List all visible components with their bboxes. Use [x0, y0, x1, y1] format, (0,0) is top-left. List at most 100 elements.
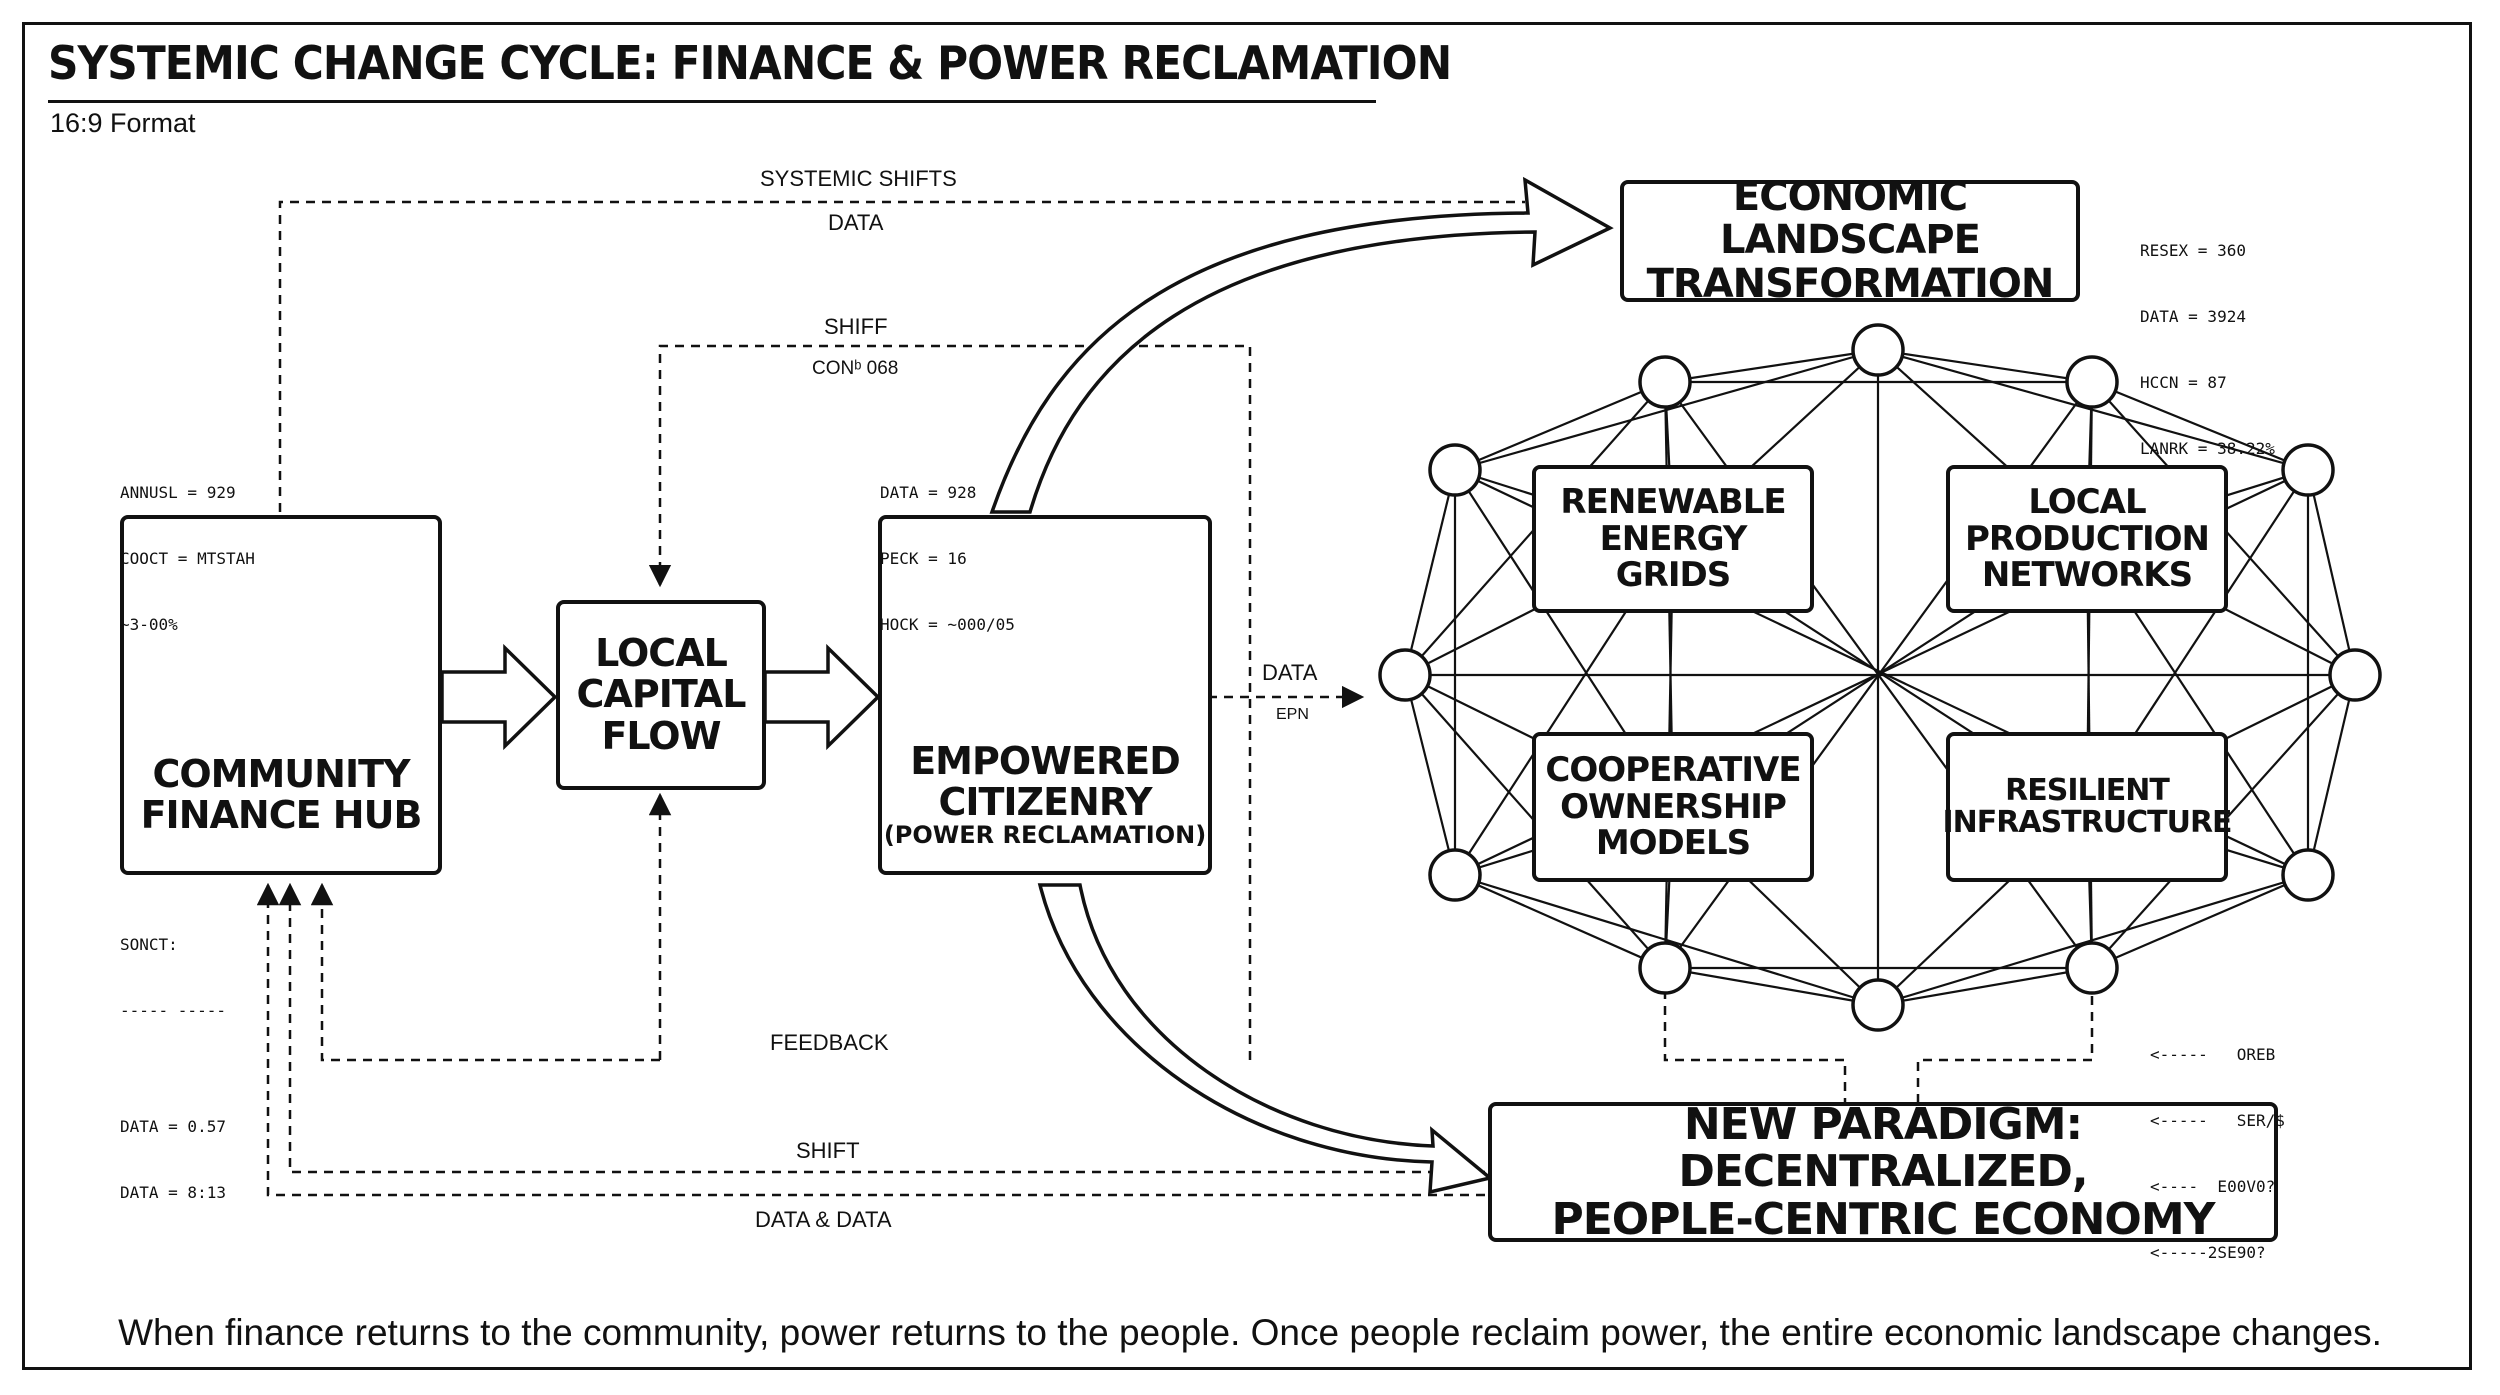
local-production-node: LOCAL PRODUCTION NETWORKS [1946, 465, 2228, 613]
network-edge [1877, 966, 2093, 1007]
network-edge [2091, 873, 2309, 970]
hub-top-readout: ANNUSL = 929 COOCT = MTSTAH ~3-00% [120, 438, 255, 658]
network-edge [1664, 966, 1879, 1007]
production-label-line3: NETWORKS [1981, 555, 2193, 596]
resilient-infrastructure-node: RESILIENT INFRASTRUCTURE [1942, 732, 2233, 882]
cooperative-ownership-node: COOPERATIVE OWNERSHIP MODELS [1532, 732, 1814, 882]
cooperative-label-line3: MODELS [1595, 823, 1751, 864]
footer-caption: When finance returns to the community, p… [118, 1312, 2382, 1353]
readout-line: <---- E00V0? [2150, 1177, 2276, 1196]
readout-line: DATA = 928 [880, 483, 977, 502]
feedback-label: FEEDBACK [770, 1030, 889, 1055]
readout-line: ANNUSL = 929 [120, 483, 236, 502]
citizenry-label-line3: (POWER RECLAMATION) [883, 821, 1207, 850]
cooperative-label-line2: OWNERSHIP [1560, 786, 1787, 827]
data-and-data-label: DATA & DATA [755, 1207, 892, 1232]
network-edge [1664, 348, 1879, 384]
network-edge [2306, 674, 2357, 876]
network-edge [2091, 380, 2309, 472]
production-label-line2: PRODUCTION [1965, 518, 2210, 559]
capital-to-citizenry-arrow [763, 643, 881, 751]
landscape-readout: RESEX = 360 DATA = 3924 HCCN = 87 LANRK … [2140, 196, 2275, 482]
readout-line: LANRK = 38.22% [2140, 439, 2275, 458]
page-title: SYSTEMIC CHANGE CYCLE: FINANCE & POWER R… [48, 36, 1452, 90]
network-edge [1403, 469, 1457, 676]
capital-label-line1: LOCAL [595, 631, 728, 676]
hub-bottom-readout: SONCT: ----- ----- DATA = 0.57 DATA = 8:… [120, 890, 226, 1226]
renewable-energy-node: RENEWABLE ENERGY GRIDS [1532, 465, 1814, 613]
shiff-label: SHIFF [824, 314, 888, 339]
network-node [1638, 355, 1692, 409]
hub-to-capital-arrow [440, 643, 558, 751]
network-node [2328, 648, 2382, 702]
data-to-network-label: DATA [1262, 660, 1318, 685]
readout-line: ----- ----- [120, 1001, 226, 1020]
renewable-label-line1: RENEWABLE [1560, 481, 1786, 522]
page-subtitle: 16:9 Format [50, 108, 196, 138]
systemic-shifts-connector [278, 200, 1525, 512]
data-and-data-connector [256, 882, 1485, 1197]
citizenry-label-line2: CITIZENRY [938, 780, 1152, 825]
feedback-return-connector [310, 882, 660, 1062]
con-068-label: CONᵇ 068 [812, 358, 899, 379]
shift-label: SHIFT [796, 1138, 860, 1163]
resilient-label-line1: RESILIENT [2005, 772, 2170, 808]
readout-line [120, 1066, 226, 1072]
local-capital-flow-node: LOCAL CAPITAL FLOW [556, 600, 766, 790]
readout-line: HCCN = 87 [2140, 373, 2227, 392]
paradigm-label-line1: NEW PARADIGM: DECENTRALIZED, [1678, 1098, 2088, 1198]
community-finance-hub-node: COMMUNITY FINANCE HUB [120, 515, 442, 875]
readout-line: SONCT: [120, 935, 178, 954]
network-node [2065, 355, 2119, 409]
network-node [1851, 978, 1905, 1032]
systemic-shifts-label: SYSTEMIC SHIFTS [760, 166, 957, 191]
readout-line: <----- SER/$ [2150, 1111, 2285, 1130]
citizenry-to-paradigm-curve-arrow [1037, 883, 1494, 1195]
shiff-connector [648, 344, 1252, 1060]
network-to-paradigm-connector-left [1663, 990, 1847, 1102]
capital-label-line2: CAPITAL [576, 672, 747, 717]
network-edge [1454, 380, 1666, 472]
readout-line: PECK = 16 [880, 549, 967, 568]
readout-line: DATA = 8:13 [120, 1183, 226, 1202]
network-edge [1403, 674, 1457, 876]
epn-label: EPN [1276, 706, 1309, 723]
network-edge [1877, 873, 2309, 1007]
network-edge [1454, 873, 1666, 970]
network-legend-readout: <----- OREB <----- SER/$ <---- E00V0? <-… [2150, 1000, 2285, 1286]
network-node [2281, 848, 2335, 902]
network-node [1428, 848, 1482, 902]
network-node [1851, 323, 1905, 377]
readout-line: <----- OREB [2150, 1045, 2276, 1064]
title-underline [48, 100, 1376, 103]
paradigm-label-line2: PEOPLE-CENTRIC ECONOMY [1551, 1193, 2216, 1245]
hub-label-line2: FINANCE HUB [140, 793, 423, 837]
network-node [2281, 443, 2335, 497]
readout-line: COOCT = MTSTAH [120, 549, 255, 568]
readout-line: ~3-00% [120, 615, 178, 634]
network-edge [2306, 469, 2357, 676]
economic-landscape-node: ECONOMIC LANDSCAPE TRANSFORMATION [1620, 176, 2080, 305]
network-node [2065, 941, 2119, 995]
citizenry-top-readout: DATA = 928 PECK = 16 HOCK = ~000/05 [880, 438, 1015, 658]
renewable-label-line3: GRIDS [1615, 555, 1731, 596]
readout-line: RESEX = 360 [2140, 241, 2246, 260]
network-node [1378, 648, 1432, 702]
citizenry-to-landscape-curve-arrow [989, 176, 1614, 514]
resilient-label-line2: INFRASTRUCTURE [1942, 805, 2232, 840]
network-to-paradigm-connector-right [1916, 980, 2094, 1102]
readout-line: <-----2SE90? [2150, 1243, 2266, 1262]
capital-label-line3: FLOW [601, 713, 721, 758]
readout-line: DATA = 0.57 [120, 1117, 226, 1136]
network-node [1638, 941, 1692, 995]
network-node [1428, 443, 1482, 497]
empowered-citizenry-node: EMPOWERED CITIZENRY (POWER RECLAMATION) [878, 515, 1212, 875]
cooperative-label-line1: COOPERATIVE [1545, 749, 1801, 790]
new-paradigm-node: NEW PARADIGM: DECENTRALIZED, PEOPLE-CENT… [1488, 1098, 2278, 1245]
readout-line: HOCK = ~000/05 [880, 615, 1015, 634]
systemic-data-label: DATA [828, 210, 884, 235]
network-edge [1877, 348, 2309, 472]
network-edge [1877, 348, 2093, 384]
landscape-label-line1: ECONOMIC LANDSCAPE [1720, 174, 1981, 264]
landscape-label-line2: TRANSFORMATION [1646, 260, 2055, 307]
